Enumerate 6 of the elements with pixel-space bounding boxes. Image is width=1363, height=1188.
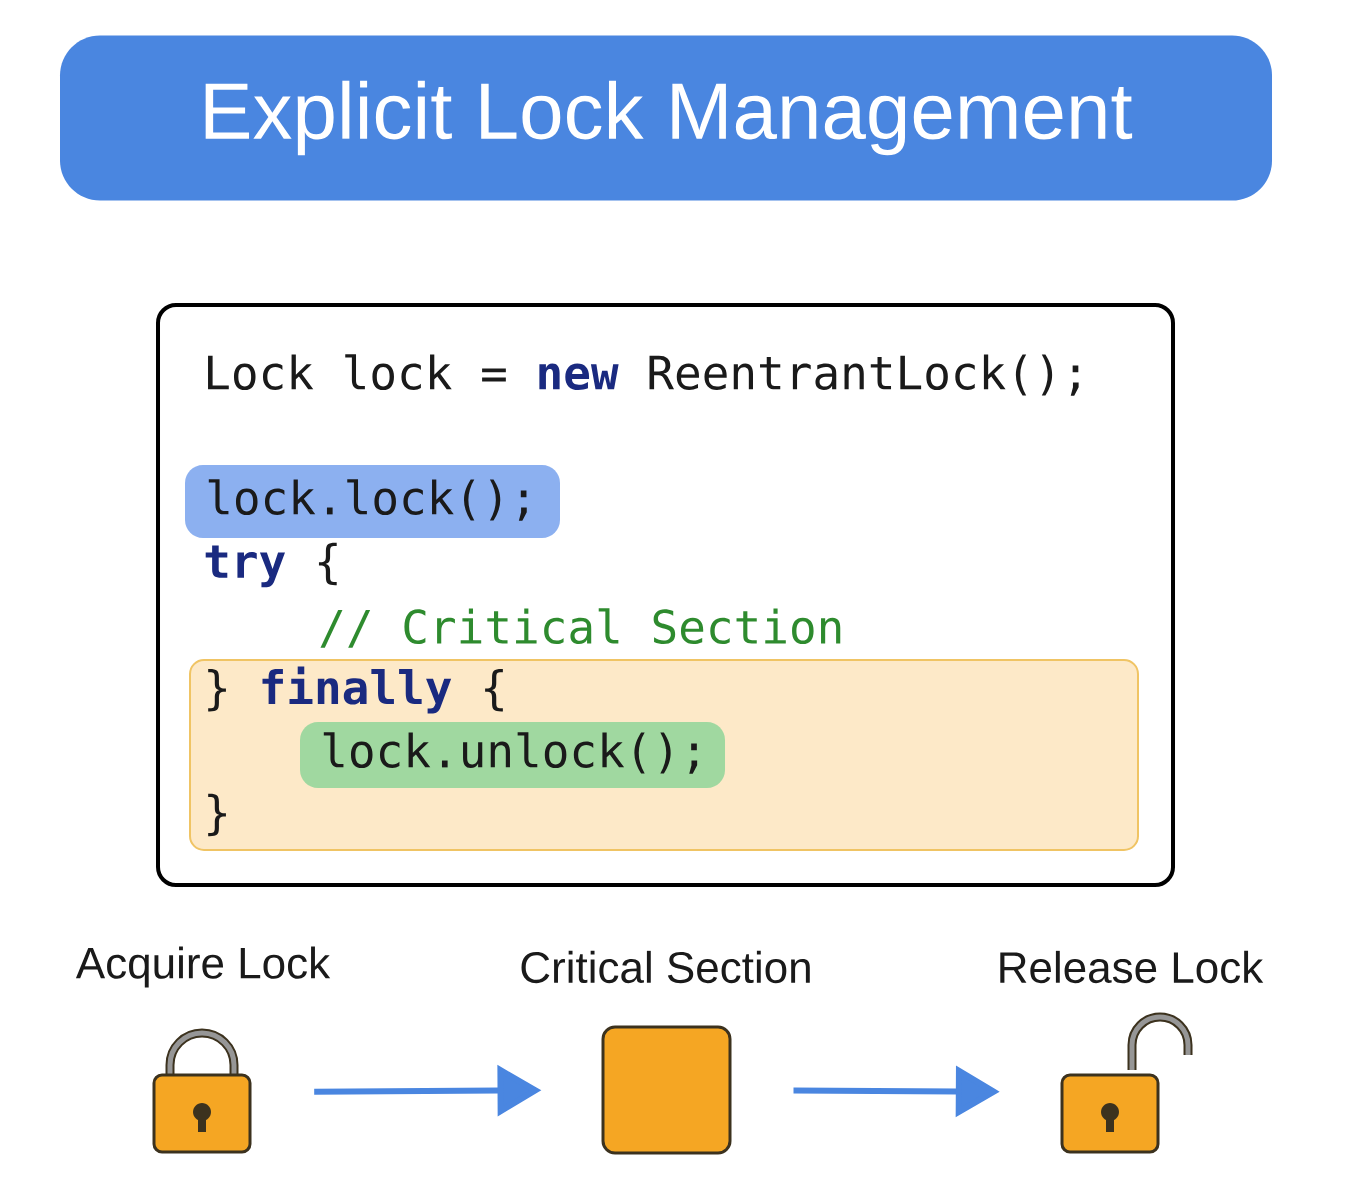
- title-banner: Explicit Lock Management: [60, 35, 1272, 201]
- code-highlight: lock.lock();: [185, 465, 560, 538]
- step-label: Acquire Lock: [75, 946, 331, 988]
- code-highlight: lock.unlock();: [300, 722, 725, 788]
- step-label: Critical Section: [521, 950, 810, 984]
- step-label: Release Lock: [1000, 950, 1264, 984]
